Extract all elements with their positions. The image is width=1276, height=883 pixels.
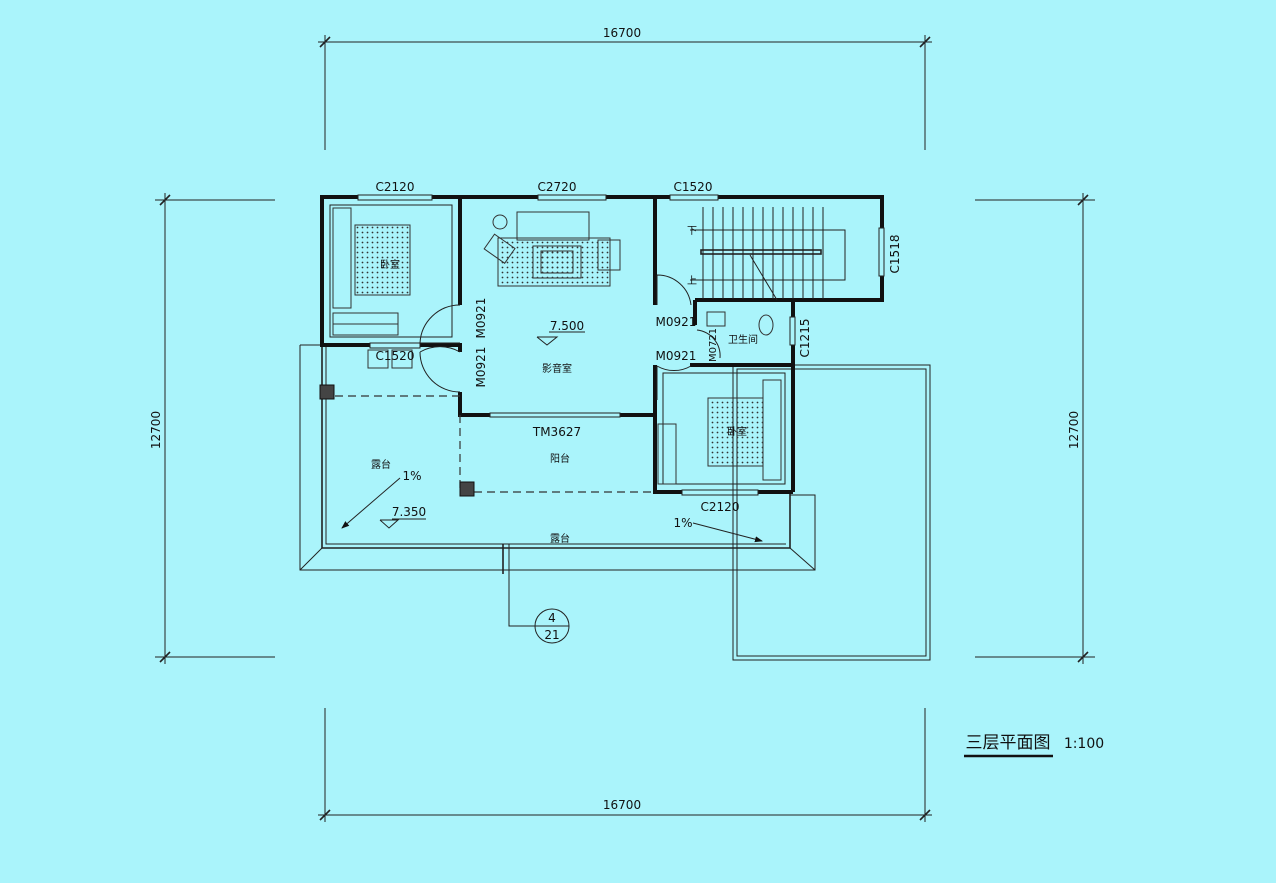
drawing-title: 三层平面图 xyxy=(966,733,1051,753)
detail-reference: 4 21 xyxy=(502,544,570,644)
detail-ref-sheet: 21 xyxy=(544,628,559,642)
stair-up-label: 上 xyxy=(687,275,697,287)
room-label-media-room: 影音室 xyxy=(542,362,572,375)
door-label-bedroom2: M0921 xyxy=(656,349,697,363)
dimension-right: 12700 xyxy=(975,193,1095,664)
dimension-bottom-label: 16700 xyxy=(603,798,641,812)
window-label-stair-right: C1518 xyxy=(888,235,902,274)
drawing-scale: 1:100 xyxy=(1064,736,1104,752)
window-label-bedroom1-top: C2120 xyxy=(376,180,415,194)
elevation-terrace-label: 7.350 xyxy=(392,505,426,519)
door-label-bath: M0721 xyxy=(708,328,719,362)
slope-left: 1% xyxy=(341,469,422,529)
windows xyxy=(357,194,885,496)
door-label-balcony: TM3627 xyxy=(532,425,581,439)
room-label-bedroom1: 卧室 xyxy=(380,258,400,271)
drawing-title-block: 三层平面图 1:100 xyxy=(964,733,1104,758)
room-label-terrace-bottom: 露台 xyxy=(550,532,570,545)
staircase: 下 上 xyxy=(687,207,846,301)
slope-left-label: 1% xyxy=(402,469,421,483)
room-label-terrace-left: 露台 xyxy=(371,458,391,471)
room-label-bathroom: 卫生间 xyxy=(728,333,758,346)
furniture xyxy=(332,207,782,485)
slope-right-label: 1% xyxy=(673,516,692,530)
window-label-bedroom2-bottom: C2120 xyxy=(701,500,740,514)
window-labels: C2120 C2720 C1520 C1518 C1215 C1520 C212… xyxy=(376,180,902,514)
slope-right: 1% xyxy=(673,516,763,543)
window-label-bath-right: C1215 xyxy=(798,319,812,358)
door-label-bedroom1: M0921 xyxy=(474,298,488,339)
door-label-stair: M0921 xyxy=(656,315,697,329)
elevation-terrace: 7.350 xyxy=(379,505,426,529)
elevation-media-room: 7.500 xyxy=(536,319,585,346)
elevation-media-room-label: 7.500 xyxy=(550,319,584,333)
door-labels: M0921 M0921 M0921 M0921 M0721 TM3627 xyxy=(474,298,719,439)
detail-ref-number: 4 xyxy=(548,611,556,625)
window-label-stair-top: C1520 xyxy=(674,180,713,194)
room-label-balcony: 阳台 xyxy=(550,452,570,465)
room-labels: 卧室 影音室 卫生间 卧室 阳台 露台 露台 xyxy=(371,258,758,545)
dimension-top-label: 16700 xyxy=(603,26,641,40)
terrace-outline xyxy=(299,344,931,661)
walls xyxy=(320,195,884,494)
dimension-bottom: 16700 xyxy=(318,708,932,822)
stair-down-label: 下 xyxy=(687,226,697,237)
dimension-left: 12700 xyxy=(149,193,275,664)
dimension-left-label: 12700 xyxy=(149,411,163,449)
door-label-terrace: M0921 xyxy=(474,347,488,388)
balcony-outline xyxy=(319,384,655,497)
room-label-bedroom2: 卧室 xyxy=(727,425,747,438)
dimension-right-label: 12700 xyxy=(1067,411,1081,449)
window-label-living-top: C2720 xyxy=(538,180,577,194)
dimension-top: 16700 xyxy=(318,26,932,150)
window-label-bedroom1-bottom: C1520 xyxy=(376,349,415,363)
doors xyxy=(419,274,721,400)
